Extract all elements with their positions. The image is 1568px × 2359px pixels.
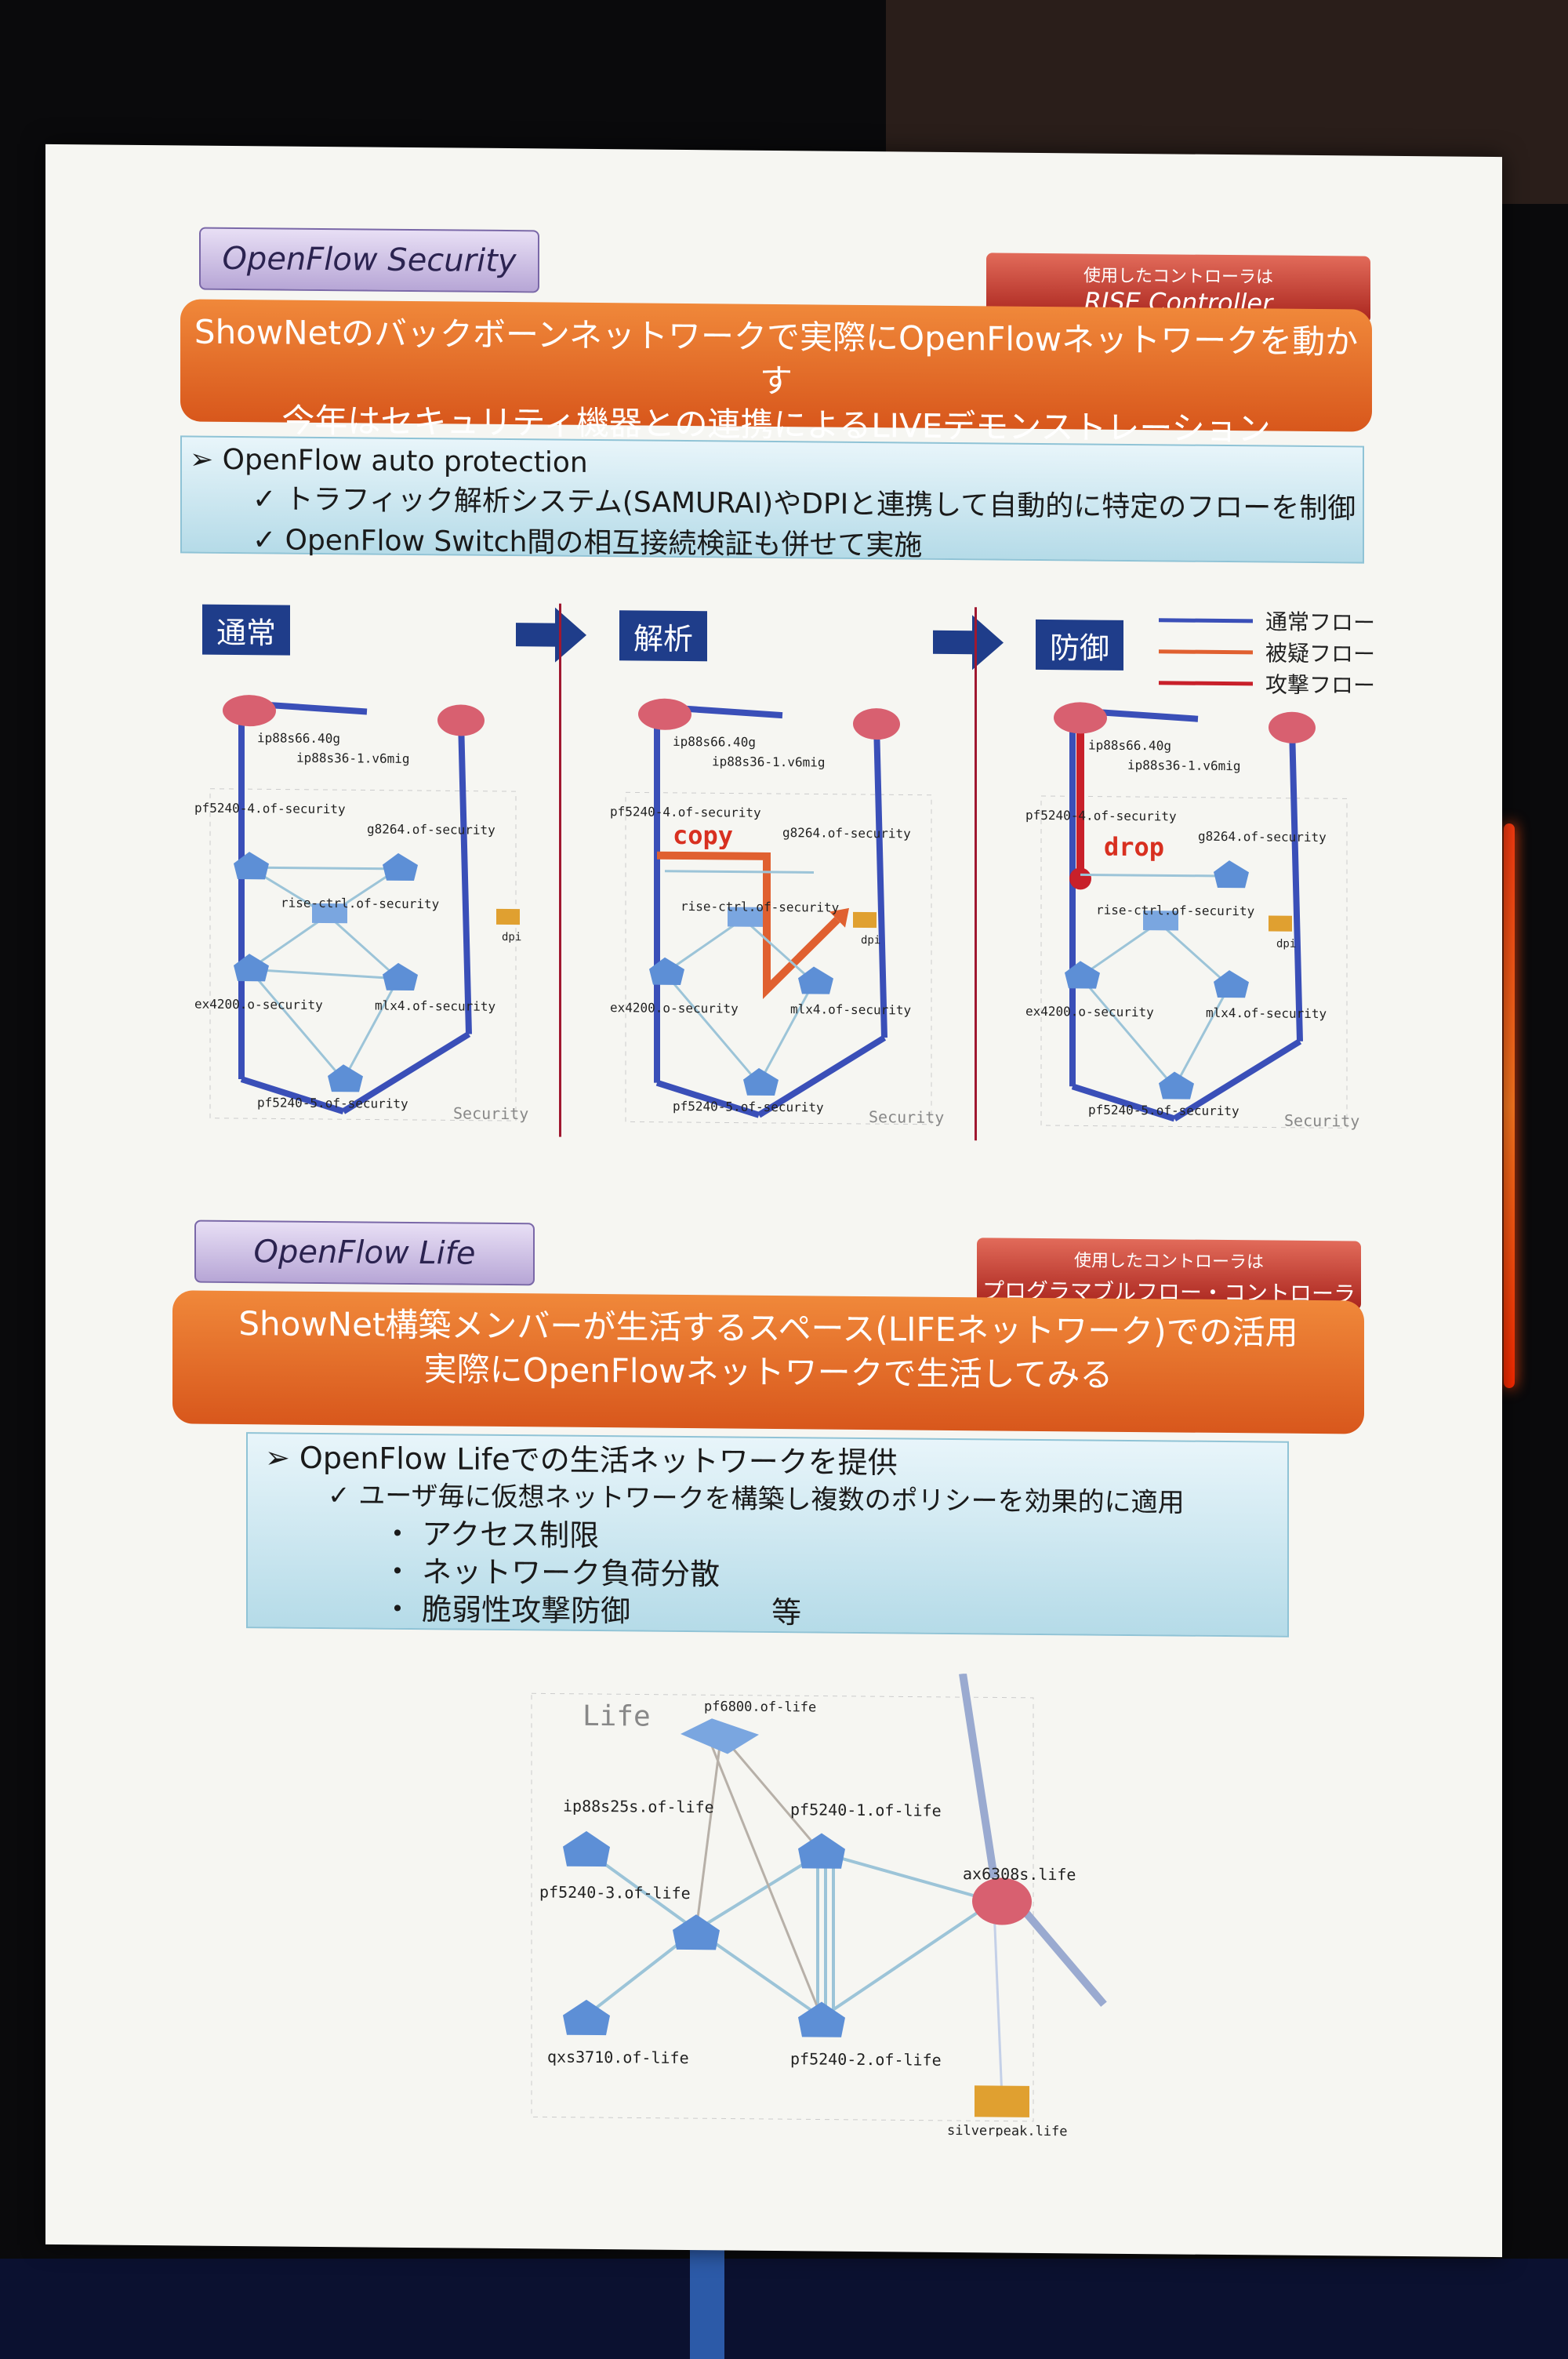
diagram-label: dpi [861,934,880,947]
red-led-strip [1504,823,1515,1388]
security-tag: OpenFlow Security [199,227,539,293]
legend-suspect: 被疑フロー [1265,640,1376,667]
life-label: pf6800.of-life [704,1699,816,1715]
life-info-box: ➢ OpenFlow Lifeでの生活ネットワークを提供 ✓ ユーザ毎に仮想ネッ… [246,1432,1289,1637]
diagram-label: g8264.of-security [367,821,495,837]
security-diagram-normal: ip88s66.40g ip88s36-1.v6mig pf5240-4.of-… [194,695,528,1123]
diagram-label: rise-ctrl.of-security [681,899,840,915]
life-tag: OpenFlow Life [194,1219,535,1286]
background-floor [0,2259,1568,2359]
diagram-label: dpi [1276,938,1296,951]
diagram-label: rise-ctrl.of-security [1096,903,1255,919]
life-label: pf5240-3.of-life [539,1882,691,1903]
diagram-label: ip88s36-1.v6mig [296,751,409,766]
step-defense: 防御 [1036,619,1123,671]
life-network-diagram: Life pf6800.of-life ip88s25s.of-life pf5… [531,1673,1107,2138]
diagram-label: ip88s66.40g [673,734,756,750]
life-label: pf5240-1.of-life [790,1800,942,1820]
diagram-label: ex4200.o-security [1025,1004,1154,1020]
legend-normal: 通常フロー [1265,609,1376,636]
right-arrow-icon [516,607,586,663]
diagram-label: Security [869,1107,944,1127]
diagram-label: pf5240-4.of-security [610,804,761,820]
life-etc: 等 [771,1594,802,1630]
security-banner: ShowNetのバックボーンネットワークで実際にOpenFlowネットワークを動… [180,299,1372,449]
security-diagram-defense: drop ip88s66.40g ip88s36-1.v6mig pf5240-… [1025,702,1359,1131]
poster: OpenFlow Security 使用したコントローラは RISE Contr… [45,144,1502,2258]
diagram-label: mlx4.of-security [790,1001,911,1017]
drop-label: drop [1104,832,1164,863]
diagram-label: g8264.of-security [1198,829,1327,845]
security-info-box: ➢ OpenFlow auto protection ✓ トラフィック解析システ… [180,435,1364,564]
step-normal: 通常 [202,604,290,656]
copy-label: copy [673,820,733,851]
life-label: pf5240-2.of-life [790,2049,942,2070]
diagram-label: ip88s66.40g [1088,737,1171,753]
diagram-label: ex4200.o-security [610,1000,739,1016]
life-diagram-title: Life [583,1700,651,1733]
diagram-label: pf5240-5.of-security [673,1099,824,1115]
life-label: ip88s25s.of-life [563,1797,714,1817]
life-item-3: ・ 脆弱性攻撃防御 [383,1591,631,1629]
diagram-label: ex4200.o-security [194,997,323,1012]
security-controller-small: 使用したコントローラは [1083,266,1273,288]
life-banner: ShowNet構築メンバーが生活するスペース(LIFEネットワーク)での活用 実… [172,1290,1364,1434]
diagram-label: Security [453,1103,528,1123]
diagram-label: mlx4.of-security [375,998,495,1014]
legend-normal-line [1159,618,1253,623]
diagram-label: dpi [502,931,521,943]
life-label: ax6308s.life [963,1864,1076,1884]
separator-line [975,607,977,1141]
security-diagram-analysis: copy ip88s66.40g ip88s36-1.v6mig pf5240-… [610,698,944,1127]
diagram-label: g8264.of-security [782,825,911,841]
right-arrow-icon [933,615,1004,671]
diagram-label: pf5240-4.of-security [1025,808,1177,824]
legend-suspect-line [1159,649,1253,655]
separator-line [559,603,561,1137]
security-banner-line1: ShowNetのバックボーンネットワークで実際にOpenFlowネットワークを動… [194,312,1359,401]
diagram-label: pf5240-5.of-security [257,1095,408,1111]
life-controller-small: 使用したコントローラは [1073,1251,1264,1273]
diagram-label: ip88s66.40g [257,730,340,746]
diagram-label: ip88s36-1.v6mig [712,754,825,769]
poster-stand [690,2243,724,2359]
step-analysis: 解析 [619,610,707,662]
diagram-label: pf5240-5.of-security [1088,1102,1240,1118]
diagram-label: ip88s36-1.v6mig [1127,758,1240,773]
diagram-label: rise-ctrl.of-security [281,896,440,912]
life-label: qxs3710.of-life [547,2047,689,2067]
life-label: silverpeak.life [947,2123,1068,2138]
diagram-label: pf5240-4.of-security [194,801,346,817]
diagram-label: mlx4.of-security [1206,1005,1327,1021]
diagram-label: Security [1284,1111,1359,1131]
